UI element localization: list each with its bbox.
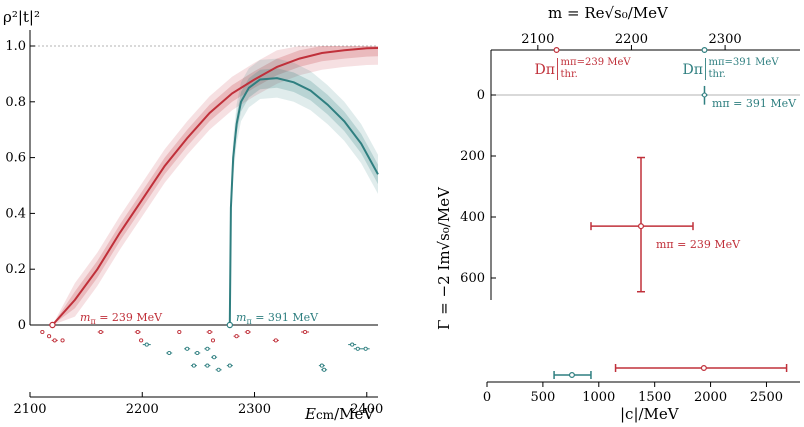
pole-teal-label: mπ = 391 MeV — [712, 97, 797, 110]
left-levels — [40, 329, 370, 372]
left-x-tick-label: 2100 — [13, 402, 46, 417]
band-red — [52, 46, 378, 325]
right-bottom-tick-label: 1500 — [638, 390, 671, 405]
right-bottom-tick-label: 0 — [483, 390, 491, 405]
left-lines — [49, 47, 379, 329]
level-red-point — [139, 338, 144, 343]
left-y-tick-label: 1.0 — [5, 39, 26, 54]
right-top-x-label: m = Re√s₀/MeV — [548, 4, 669, 22]
right-bottom-tick-label: 1000 — [582, 390, 615, 405]
level-teal-point — [191, 363, 196, 368]
left-x-tick-label: 2300 — [238, 402, 271, 417]
band-teal — [229, 58, 378, 325]
level-red-point — [40, 329, 45, 335]
left-y-ticks: 0 0.2 0.4 0.6 0.8 1.0 — [5, 39, 35, 333]
left-bands — [52, 46, 378, 326]
line-teal — [228, 77, 379, 326]
level-teal-point — [227, 363, 232, 368]
threshold-label-red: Dπ — [535, 62, 555, 78]
left-panel: 0 0.2 0.4 0.6 0.8 1.0 2100 2200 2300 2400 ρ²|t|²… — [3, 8, 383, 423]
level-teal-point — [167, 350, 172, 356]
level-red-point — [177, 329, 182, 335]
right-y-tick-label: 200 — [460, 149, 485, 164]
left-x-tick-label: 2400 — [350, 402, 383, 417]
level-red-point — [245, 329, 250, 335]
left-y-label: ρ²|t|² — [3, 8, 40, 26]
left-x-ticks: 2100 2200 2300 2400 — [13, 392, 383, 417]
level-teal-point — [212, 355, 217, 360]
right-bottom-tick-label: 2000 — [694, 390, 727, 405]
level-teal-point — [185, 346, 190, 351]
right-y-label: Γ = −2 Im√s₀/MeV — [435, 186, 453, 330]
level-teal-point — [205, 346, 210, 351]
pole-teal-point — [701, 92, 708, 98]
level-teal-point — [363, 346, 368, 351]
level-red-point — [135, 329, 140, 335]
right-panel: m = Re√s₀/MeV 2100 2200 2300 0 200 400 600 0 5… — [435, 4, 800, 423]
level-teal-point — [350, 342, 355, 347]
right-bottom-tick-label: 2500 — [750, 390, 783, 405]
threshold-sub2-teal: thr. — [708, 69, 725, 80]
level-red-point — [207, 329, 212, 335]
coupling_teal-point — [568, 372, 575, 379]
left-y-tick-label: 0.8 — [5, 95, 26, 110]
right-bottom-x-label: |c|/MeV — [620, 405, 680, 423]
pole-red-point — [637, 223, 644, 230]
right-bottom-tick-label: 500 — [530, 390, 555, 405]
left-y-tick-label: 0.6 — [5, 151, 26, 166]
level-teal-point — [319, 363, 324, 368]
line-red — [51, 47, 379, 326]
level-red-point — [47, 334, 52, 339]
left-x-label: Ecm/MeV — [304, 405, 375, 423]
level-teal-point — [322, 367, 327, 372]
pole-red-label: mπ = 239 MeV — [656, 238, 741, 251]
level-red-point — [98, 329, 103, 335]
band-red — [52, 46, 378, 325]
right-bottom-ticks: 0 500 1000 1500 2000 2500 — [483, 382, 783, 405]
level-red-point — [234, 334, 239, 339]
right-top-ticks: 2100 2200 2300 — [521, 32, 742, 50]
left-x-tick-label: 2200 — [126, 402, 159, 417]
level-red-point — [210, 338, 216, 343]
level-red-point — [52, 338, 57, 343]
threshold-marker-teal — [226, 321, 234, 329]
right-top-tick-label: 2200 — [615, 32, 648, 47]
level-teal-point — [195, 350, 200, 356]
level-red-point — [60, 338, 65, 343]
level-teal-point — [355, 346, 360, 351]
threshold-sub2-red: thr. — [561, 69, 578, 80]
red-series-label: mπ = 239 MeV — [80, 311, 163, 326]
right-top-tick-label: 2100 — [521, 32, 554, 47]
level-red-point — [273, 338, 278, 343]
level-red-point — [302, 329, 308, 335]
threshold-red — [553, 46, 560, 53]
right-y-tick-label: 600 — [460, 271, 485, 286]
level-teal-point — [144, 342, 149, 347]
level-teal-point — [216, 367, 221, 372]
right-top-tick-label: 2300 — [709, 32, 742, 47]
right-y-tick-label: 400 — [460, 210, 485, 225]
threshold-label-teal: Dπ — [682, 62, 702, 78]
threshold-marker-red — [49, 321, 56, 329]
threshold-teal — [701, 46, 708, 53]
threshold-sub-red: mπ=239 MeV — [561, 57, 632, 68]
teal-series-label: mπ = 391 MeV — [236, 311, 319, 326]
left-y-tick-label: 0.2 — [5, 262, 26, 277]
level-teal-point — [205, 363, 210, 368]
coupling_red-point — [700, 365, 707, 372]
right-y-ticks: 0 200 400 600 — [460, 88, 496, 286]
threshold-sub-teal: mπ=391 MeV — [708, 57, 779, 68]
left-y-tick-label: 0.4 — [5, 206, 26, 221]
left-y-tick-label: 0 — [18, 318, 26, 333]
right-y-tick-label: 0 — [477, 88, 485, 103]
